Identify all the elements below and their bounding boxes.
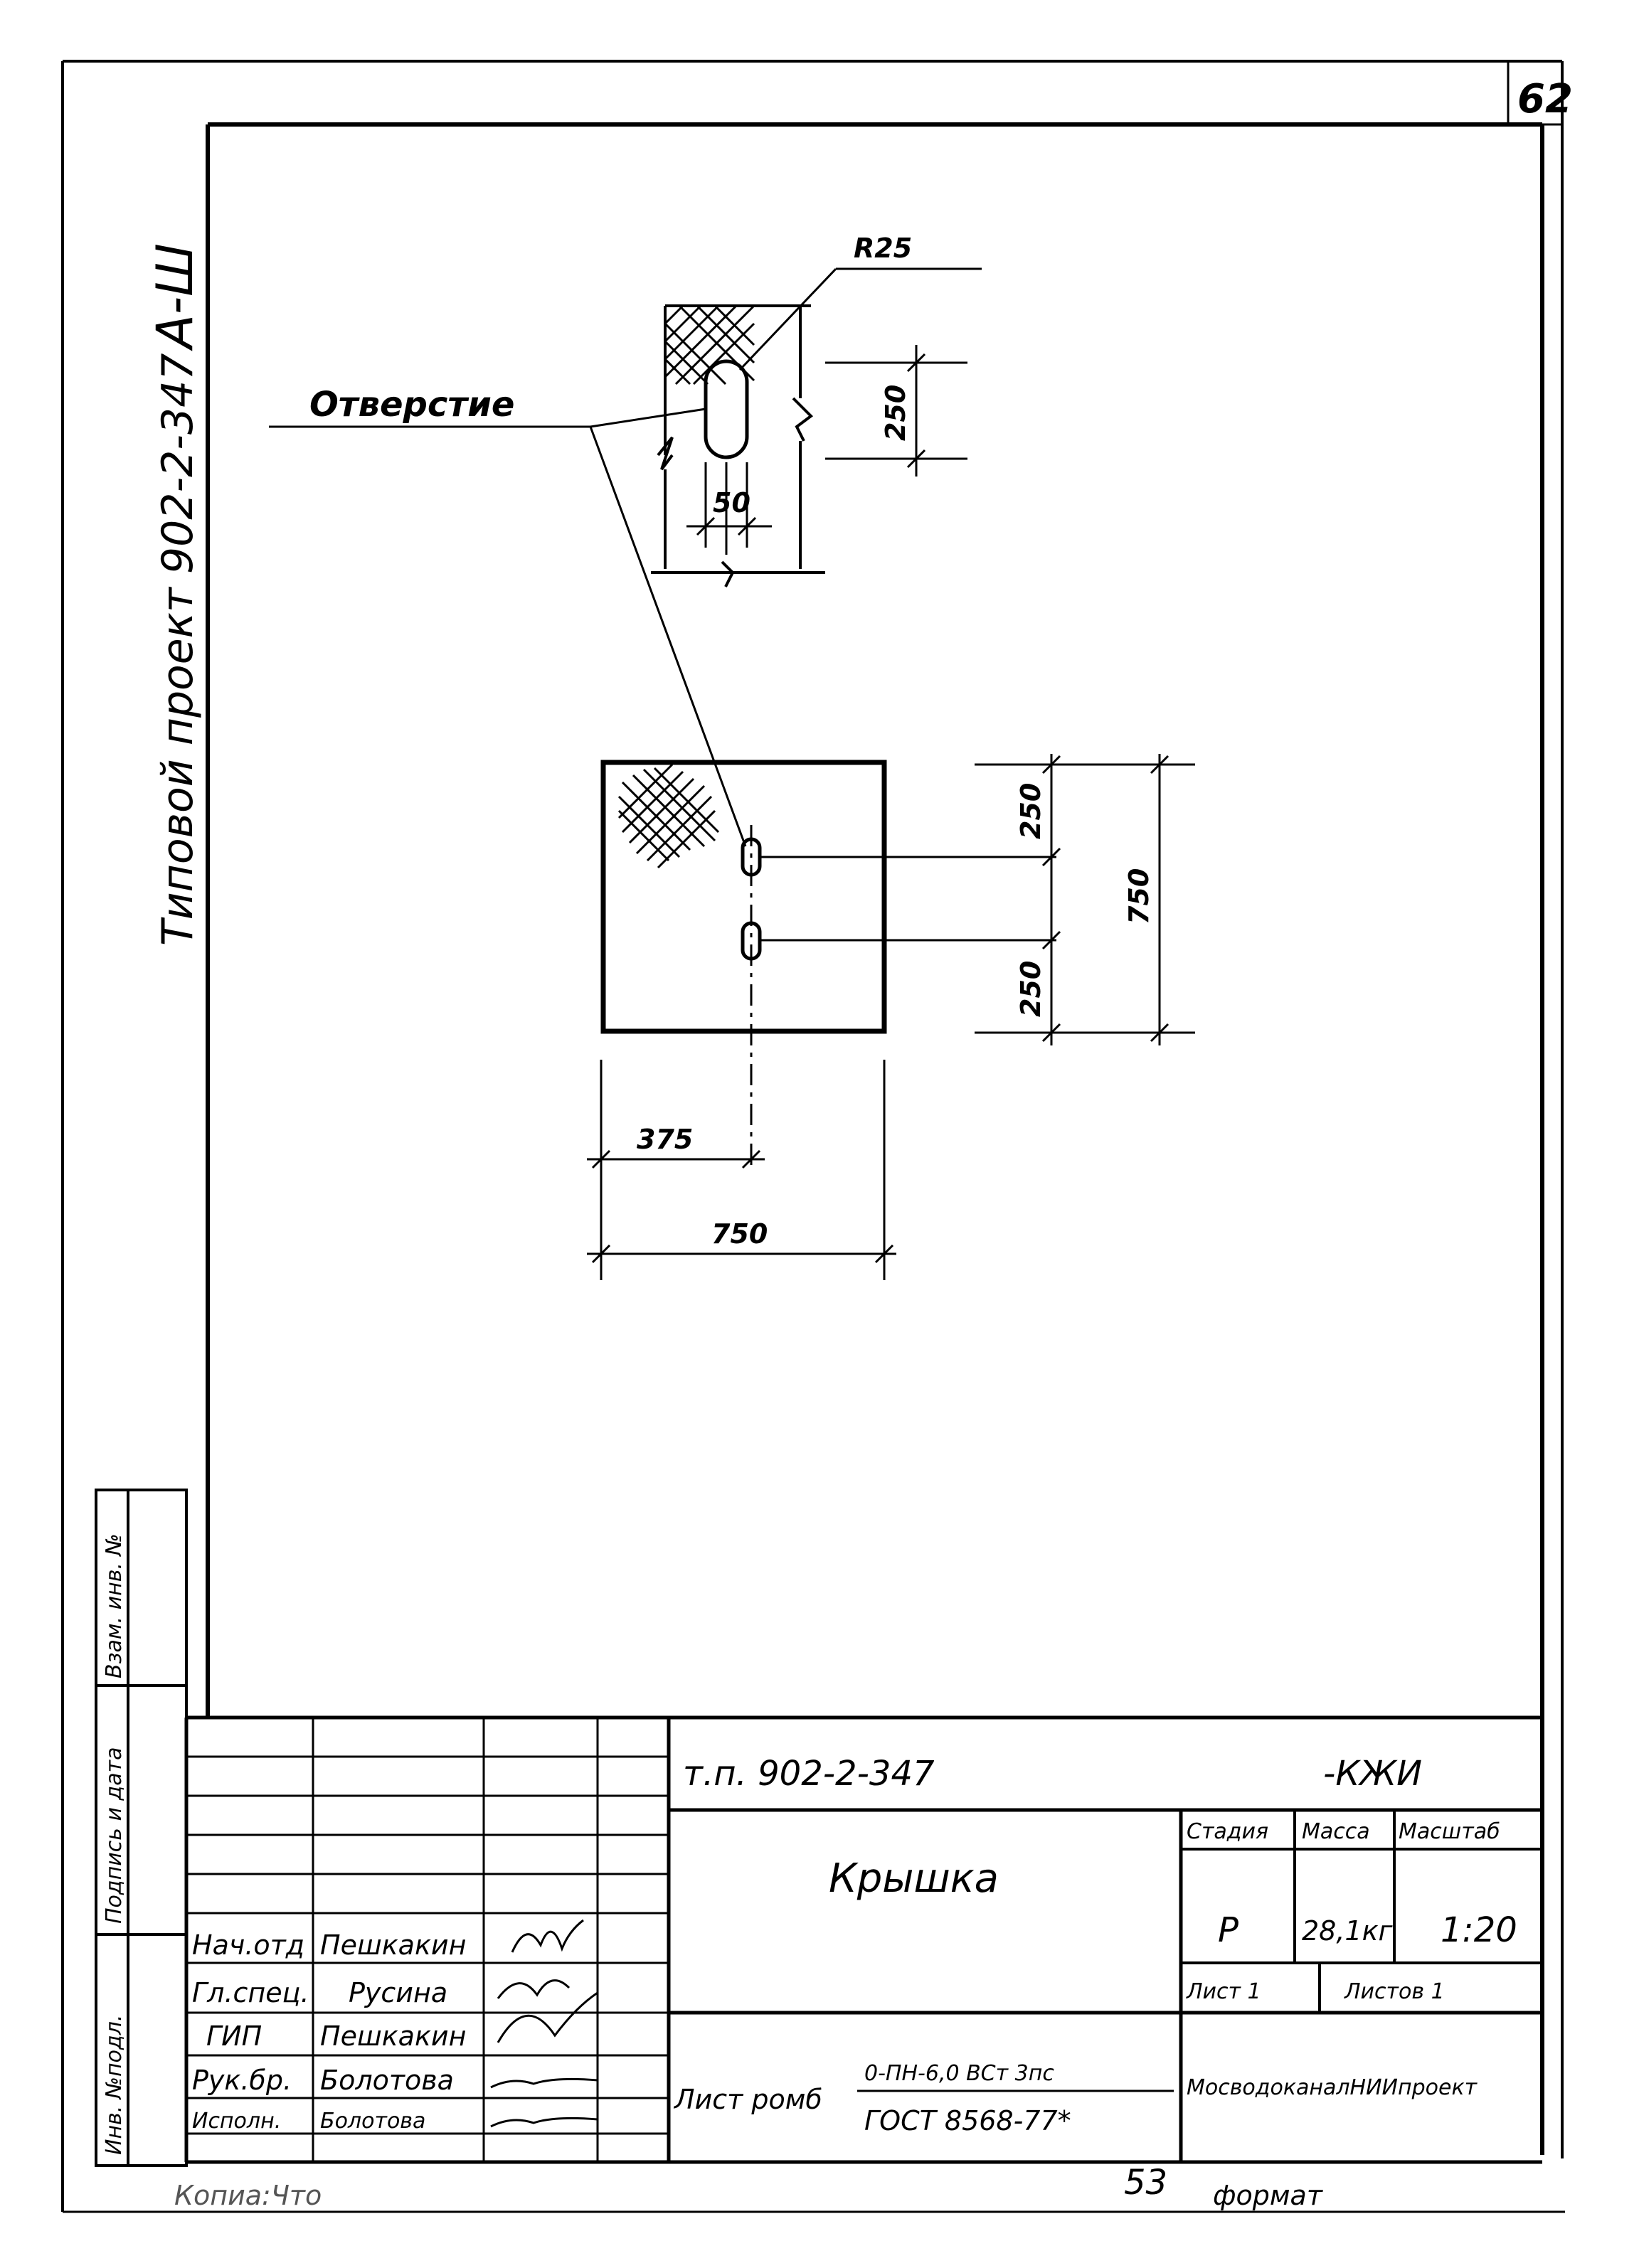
person-role: Нач.отд: [192, 1929, 304, 1961]
scale-value: 1:20: [1441, 1910, 1517, 1950]
sheet-frame: [61, 60, 1565, 2213]
side-stamp-replaced: Взам. инв. №: [102, 1533, 127, 1678]
opening-leaders: [269, 408, 747, 847]
person-role: Рук.бр.: [192, 2065, 292, 2096]
side-stamp: [95, 1489, 188, 2167]
side-stamp-signature: Подпись и дата: [102, 1747, 127, 1924]
material-prefix: Лист ромб: [673, 2084, 822, 2115]
stage-value: Р: [1218, 1910, 1238, 1950]
signature-rows: Нач.отд Пешкакин Гл.спец. Русина ГИП Пеш…: [192, 1929, 466, 2134]
side-stamp-inventory: Инв. №подл.: [102, 2015, 127, 2155]
cover-plate: [587, 754, 1195, 1280]
mass-header: Масса: [1302, 1819, 1370, 1844]
doc-code: -КЖИ: [1323, 1754, 1422, 1794]
plate-hatch: [617, 763, 720, 869]
opening-detail: [651, 267, 982, 587]
project-code: т.п. 902-2-347: [683, 1754, 935, 1794]
material-spec: 0-ПН-6,0 ВСт 3пс: [864, 2061, 1054, 2086]
detail-hatch: [664, 304, 755, 385]
dim-half: 375: [637, 1124, 693, 1155]
detail-height-dim: 250: [880, 385, 911, 441]
side-mark: А-Ш: [146, 243, 204, 351]
person-role: Исполн.: [192, 2109, 281, 2134]
sheets-label: Листов 1: [1344, 1979, 1445, 2004]
side-title-text: Типовой проект 902-2-347: [153, 353, 203, 946]
title-block-grid: [186, 1718, 1542, 2164]
person-name: Русина: [349, 1977, 447, 2008]
sheet-label: Лист 1: [1186, 1979, 1261, 2004]
dim-total-horizontal: 750: [711, 1218, 768, 1250]
person-name: Болотова: [320, 2109, 425, 2134]
person-role: Гл.спец.: [192, 1977, 309, 2008]
copied-label: Копиа:Что: [174, 2180, 322, 2211]
material-gost: ГОСТ 8568-77*: [864, 2105, 1071, 2136]
side-title: Типовой проект 902-2-347 А-Ш: [146, 243, 204, 946]
stage-header: Стадия: [1187, 1819, 1268, 1844]
opening-label: Отверстие: [309, 385, 514, 425]
person-role: ГИП: [206, 2021, 262, 2052]
signatures: [490, 1919, 598, 2128]
format-label: формат: [1213, 2180, 1324, 2211]
person-name: Болотова: [320, 2065, 454, 2096]
detail-width-dim: 50: [713, 487, 750, 518]
sheet-number: 62: [1517, 76, 1573, 122]
dim-bottom: 250: [1015, 961, 1046, 1017]
dim-top: 250: [1015, 783, 1046, 839]
organization: МосводоканалНИИпроект: [1187, 2075, 1478, 2100]
dim-total-vertical: 750: [1123, 868, 1155, 925]
radius-label: R25: [854, 233, 912, 264]
part-title: Крышка: [829, 1856, 999, 1902]
mass-value: 28,1кг: [1302, 1915, 1394, 1947]
person-name: Пешкакин: [320, 2021, 466, 2052]
person-name: Пешкакин: [320, 1929, 466, 1961]
page-number: 53: [1124, 2163, 1167, 2203]
scale-header: Масштаб: [1399, 1819, 1500, 1844]
